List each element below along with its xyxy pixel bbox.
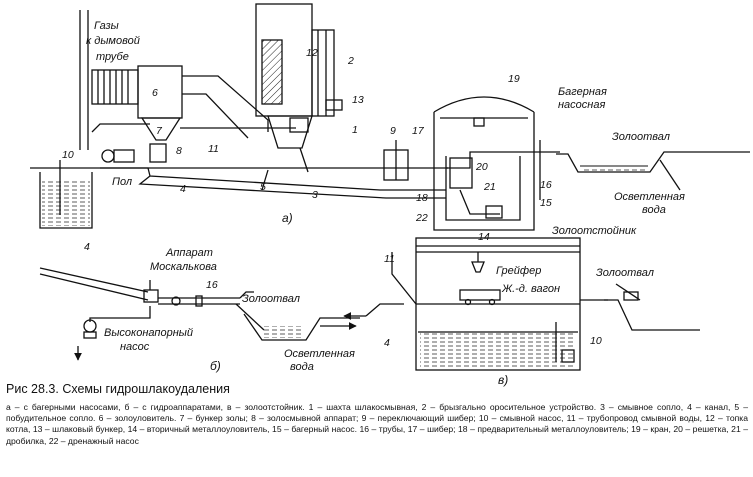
callout-11-c: 11 [384,253,395,265]
callout-22: 22 [415,212,428,224]
callout-4-a: 4 [180,183,186,195]
callout-21: 21 [483,181,496,193]
dump-label-c: Золоотвал [596,267,654,279]
callout-6: 6 [152,87,158,99]
grab-label: Грейфер [496,265,541,277]
clarified-label-a2: вода [642,204,666,216]
callout-12: 12 [306,47,318,59]
settler-label: Золоотстойник [552,225,637,237]
callout-1: 1 [352,124,358,136]
clarified-label-b2: вода [290,361,314,373]
scheme-a [30,3,750,231]
callout-10-c: 10 [590,335,602,347]
bager-label-1: Багерная [558,86,607,98]
bager-pump-15 [485,205,503,219]
gases-label-1: Газы [94,20,119,32]
callout-14: 14 [478,231,490,243]
callout-16-b: 16 [206,279,218,291]
subfig-b-label: б) [210,359,221,373]
apparatus-label-1: Аппарат [165,247,213,259]
scheme-c-labels: 11 Золоотстойник Грейфер Ж.-д. вагон Зол… [384,225,654,387]
callout-9: 9 [390,125,396,137]
scheme-b [39,267,360,361]
callout-18: 18 [416,192,428,204]
callout-5: 5 [260,181,266,193]
floor-label: Пол [112,176,132,188]
scheme-b-labels: 4 Аппарат Москалькова 16 Золоотвал Высок… [84,241,355,373]
slag-shaft-1 [267,115,313,149]
dump-label-a: Золоотвал [612,131,670,143]
subfig-a-label: а) [282,211,293,225]
wagon-label: Ж.-д. вагон [501,283,560,295]
dump-label-b: Золоотвал [242,293,300,305]
callout-2: 2 [347,55,354,67]
callout-15: 15 [540,197,552,209]
moskalkov-apparatus [143,289,159,303]
gases-label-3: трубе [96,51,129,63]
figure-legend: а – с багерными насосами, б – с гидроапп… [6,402,748,446]
callout-16-a: 16 [540,179,552,191]
callout-17: 17 [412,125,425,137]
callout-7: 7 [156,125,163,137]
grate-20 [449,157,473,189]
bager-pump-house [433,112,535,231]
gases-label-2: к дымовой [86,35,140,47]
callout-19: 19 [508,73,520,85]
bager-label-2: насосная [558,99,605,111]
callout-13: 13 [352,94,364,106]
pump-label-2: насос [120,341,150,353]
callout-4-b: 4 [84,241,90,253]
flush-apparatus-8 [149,143,167,163]
apparatus-label-2: Москалькова [150,261,217,273]
callout-3: 3 [312,189,318,201]
ash-bunker-7 [140,117,182,141]
figure-caption-title: Рис 28.3. Схемы гидрошлакоудаления [6,382,230,396]
callout-10-a: 10 [62,149,74,161]
callout-20: 20 [475,161,488,173]
callout-8: 8 [176,145,182,157]
clarified-label-b1: Осветленная [284,348,355,360]
scheme-c [343,237,700,371]
callout-11-a: 11 [208,143,219,155]
callout-4-c: 4 [384,337,390,349]
ash-collector-6 [137,65,183,119]
scheme-a-labels: Газы к дымовой трубе Пол Багерная насосн… [62,20,685,243]
pump-label-1: Высоконапорный [104,327,193,339]
clarified-label-a1: Осветленная [614,191,685,203]
subfig-c-label: в) [498,373,508,387]
